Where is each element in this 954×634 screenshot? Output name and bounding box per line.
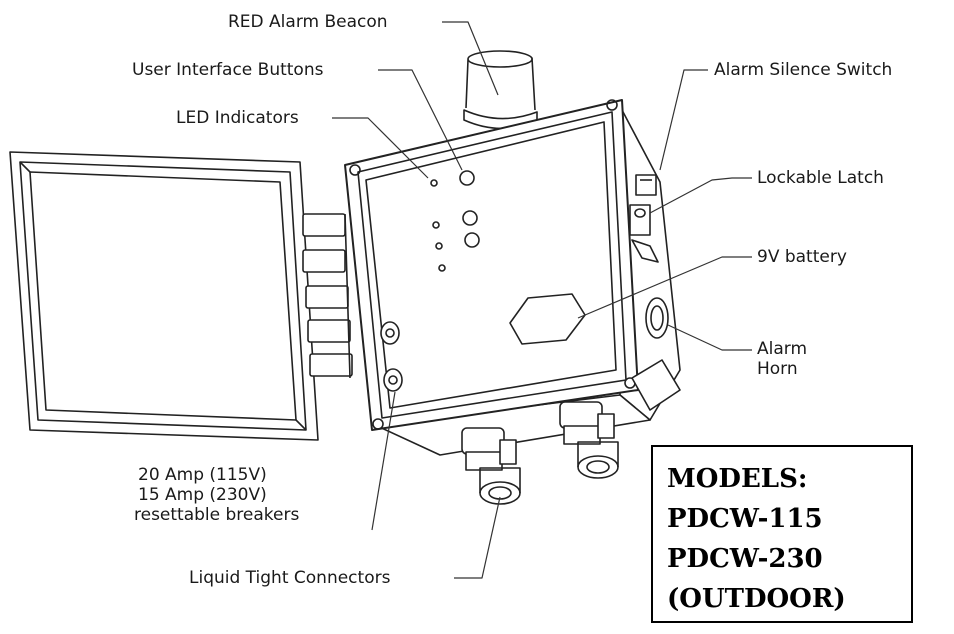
user-interface-buttons: [459, 170, 480, 248]
hinges: [302, 213, 353, 379]
model-pdcw-230: PDCW-230: [667, 544, 823, 574]
models-heading: MODELS:: [667, 464, 808, 494]
label-led-indicators: LED Indicators: [176, 108, 299, 128]
alarm-horn: [645, 297, 669, 339]
red-alarm-beacon: [463, 50, 538, 130]
liquid-tight-connectors: [461, 401, 619, 505]
enclosure-body: [344, 99, 681, 456]
label-breakers-line2: 15 Amp (230V): [138, 485, 267, 505]
label-user-interface-buttons: User Interface Buttons: [132, 60, 324, 80]
side-junction-box: [631, 359, 681, 411]
leader-lines: [332, 21, 752, 579]
label-breakers-line3: resettable breakers: [134, 505, 300, 525]
label-liquid-tight-connectors: Liquid Tight Connectors: [189, 568, 391, 588]
resettable-breakers: [380, 321, 403, 392]
model-pdcw-115: PDCW-115: [667, 504, 823, 534]
label-breakers-line1: 20 Amp (115V): [138, 465, 267, 485]
alarm-silence-switch: [635, 174, 657, 196]
models-box: MODELS: PDCW-115 PDCW-230 (OUTDOOR): [651, 445, 913, 623]
label-alarm-horn-line2: Horn: [757, 359, 798, 379]
label-alarm-silence-switch: Alarm Silence Switch: [714, 60, 893, 80]
model-variant: (OUTDOOR): [667, 584, 846, 614]
label-battery: 9V battery: [757, 247, 847, 267]
label-alarm-horn-line1: Alarm: [757, 339, 808, 359]
enclosure-cover: [9, 151, 319, 441]
label-lockable-latch: Lockable Latch: [757, 168, 884, 188]
label-red-alarm-beacon: RED Alarm Beacon: [228, 12, 388, 32]
led-indicators: [430, 179, 446, 272]
lockable-latch: [629, 204, 659, 263]
